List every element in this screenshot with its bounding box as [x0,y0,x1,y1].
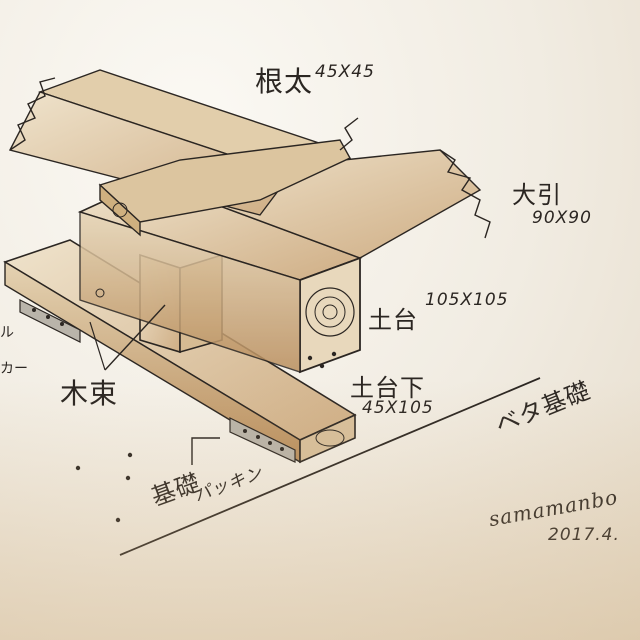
label-sill: 土台 [368,306,418,334]
signature-date: 2017.4. [548,525,620,545]
edge-text-2: カー [0,361,28,377]
label-wooden-post: 木束 [60,377,119,410]
edge-text-1: ル [0,325,14,341]
packing-leader-line [191,437,220,465]
label-lower-sill: 土台下 [350,374,425,402]
anchor-dots [75,288,337,523]
label-floor-beam: 大引 [512,181,562,209]
label-lower-sill-size: 45X105 [362,398,434,418]
label-sill-size: 105X105 [425,290,509,310]
label-joist-size: 45X45 [315,62,375,82]
post-leader-line [104,304,166,371]
post-leader-line-2 [89,321,106,371]
label-joist: 根太 [255,65,314,98]
label-floor-beam-size: 90X90 [532,208,592,228]
floor-joist [8,69,359,237]
foundation-packing [19,299,296,463]
slab-edge-line [119,377,541,556]
